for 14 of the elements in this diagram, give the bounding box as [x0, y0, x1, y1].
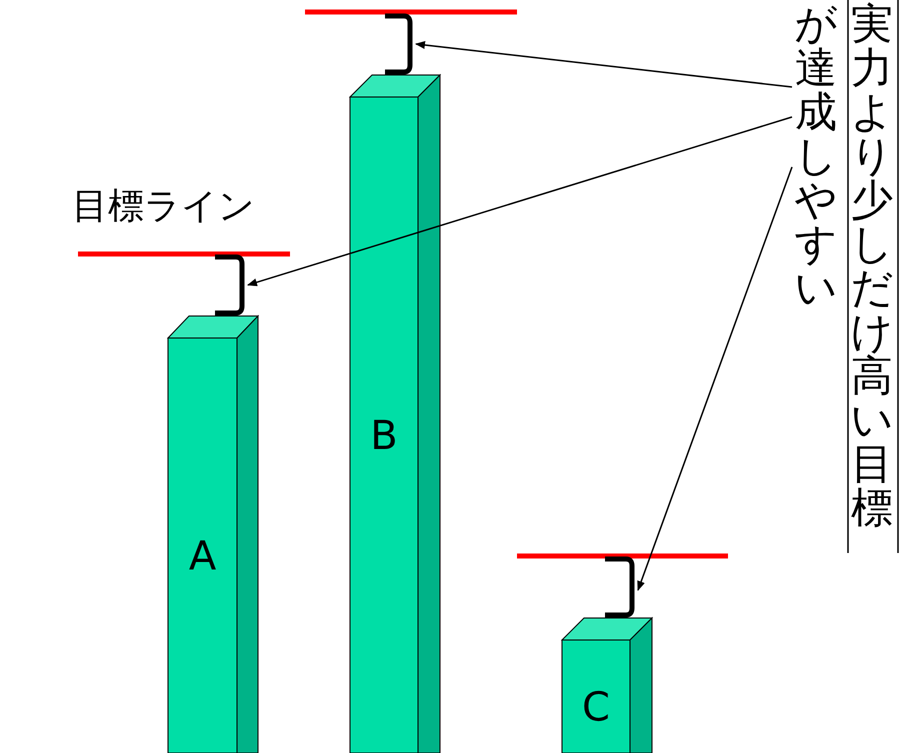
bar-label: B — [370, 413, 398, 459]
bracket-mark — [382, 13, 414, 75]
bracket-mark — [602, 556, 636, 618]
vertical-text: 実力より少しだけ高い目標が達成しやすい — [792, 2, 896, 542]
bar-label: A — [188, 534, 216, 580]
column-bar-drawing — [560, 616, 654, 753]
bar-label: C — [582, 684, 610, 730]
bracket-mark — [212, 254, 246, 316]
column-bar-drawing — [166, 314, 260, 753]
leader-arrow — [415, 41, 792, 88]
leader-arrow — [247, 116, 792, 286]
leader-arrow — [637, 166, 793, 592]
target-line-label: 目標ライン — [72, 185, 255, 229]
column-bar-drawing — [348, 74, 442, 753]
